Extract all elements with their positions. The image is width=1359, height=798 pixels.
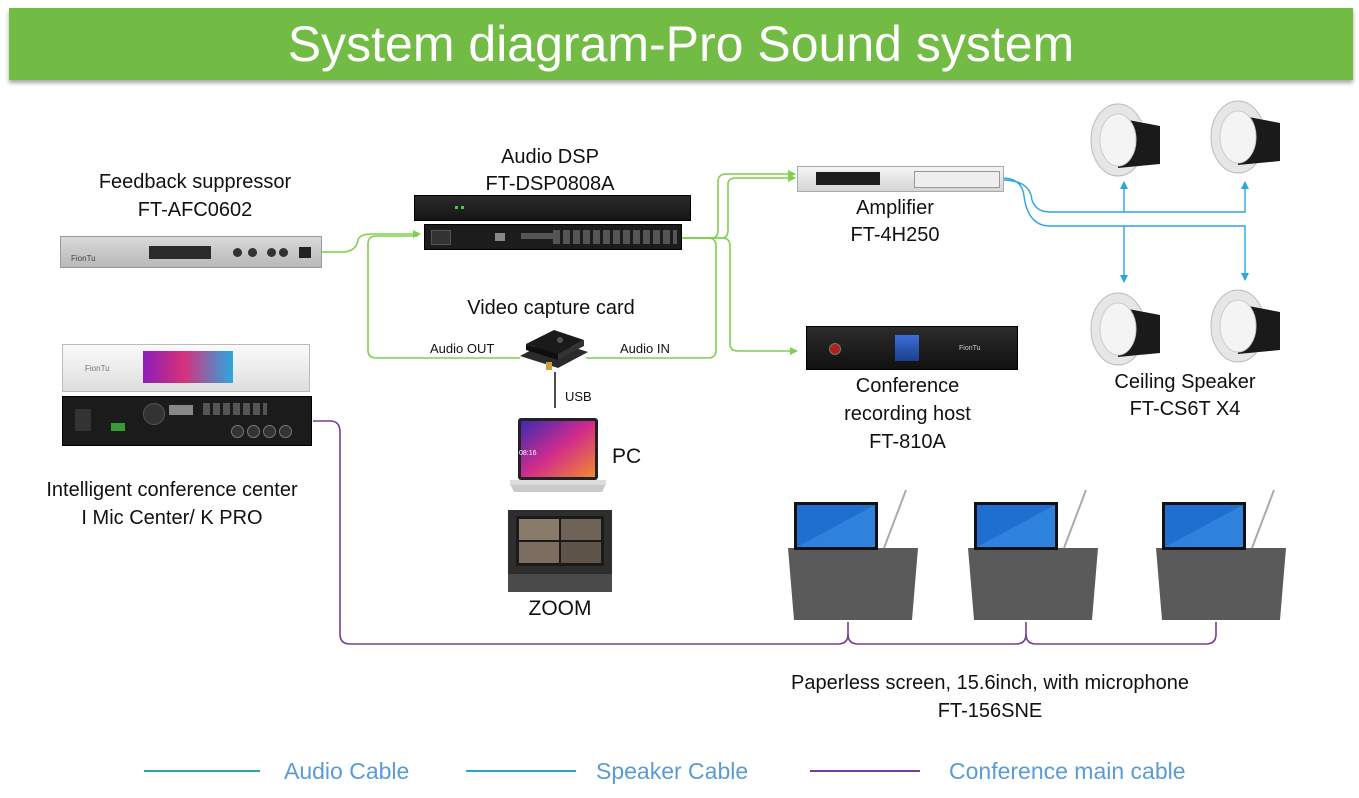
capture-audio-out-label: Audio OUT [430, 341, 495, 356]
conference-center-terminals [203, 403, 267, 415]
legend-label-speaker: Speaker Cable [596, 758, 749, 784]
recording-host-brand: FionTu [959, 345, 981, 352]
cable-conference-main [313, 420, 849, 645]
pc-label: PC [612, 445, 642, 468]
conference-center-rear [62, 396, 312, 446]
recording-host-device: FionTu [806, 326, 1018, 370]
recording-host-power-button [829, 343, 841, 355]
ceiling-speaker-icon-3 [1090, 292, 1160, 366]
ceiling-speaker-model: FT-CS6T X4 [1129, 398, 1241, 420]
dsp-power-socket [431, 230, 451, 245]
feedback-knob-1 [233, 248, 242, 257]
recording-host-screen [895, 335, 919, 361]
zoom-participant-2 [561, 519, 601, 540]
conference-center-port-2 [247, 425, 260, 438]
ceiling-speaker-icon-1 [1090, 103, 1160, 177]
conference-center-fan [143, 403, 165, 425]
cable-capture-to-dsp [367, 235, 520, 359]
feedback-suppressor-model: FT-AFC0602 [137, 199, 253, 221]
amplifier-model: FT-4H250 [850, 224, 940, 246]
paperless-screen-icon-1 [788, 489, 918, 620]
dsp-led-2 [461, 206, 464, 209]
paperless-screen-icon-2 [968, 489, 1098, 620]
paperless-screen-name: Paperless screen, 15.6inch, with microph… [791, 672, 1189, 694]
dsp-led-1 [455, 206, 458, 209]
laptop-icon [510, 418, 606, 492]
feedback-knob-3 [267, 248, 276, 257]
feedback-knob-2 [248, 248, 257, 257]
conference-center-brand: FionTu [85, 364, 110, 373]
conference-center-green-terminal [111, 423, 125, 431]
amplifier-panel [914, 171, 1000, 188]
dsp-ethernet-port [495, 233, 505, 241]
conference-center-port-1 [231, 425, 244, 438]
ceiling-speaker-name: Ceiling Speaker [1114, 371, 1256, 393]
feedback-suppressor-device: FionTu [60, 236, 322, 268]
cable-dsp-to-recorder [680, 237, 798, 355]
dsp-model: FT-DSP0808A [485, 173, 615, 195]
dsp-name: Audio DSP [501, 146, 599, 168]
zoom-table [508, 574, 612, 592]
legend-label-audio: Audio Cable [284, 758, 410, 784]
zoom-participant-4 [561, 542, 601, 563]
feedback-suppressor-display [149, 246, 211, 259]
recording-host-name-2: recording host [844, 403, 971, 425]
dsp-rear-panel [424, 224, 682, 250]
paperless-screen-model: FT-156SNE [937, 700, 1043, 722]
zoom-label: ZOOM [528, 597, 592, 620]
conference-center-port-4 [279, 425, 292, 438]
amplifier-speaker-outputs [816, 172, 880, 185]
feedback-suppressor-brand: FionTu [71, 254, 96, 263]
conference-center-front: FionTu [62, 344, 310, 392]
feedback-suppressor-name: Feedback suppressor [98, 171, 292, 193]
zoom-participant-1 [519, 519, 559, 540]
ceiling-speaker-icon-2 [1210, 100, 1280, 174]
recording-host-name-1: Conference [855, 375, 960, 397]
zoom-participant-3 [519, 542, 559, 563]
zoom-screen [516, 516, 604, 566]
legend-label-conference: Conference main cable [949, 758, 1186, 784]
ceiling-speaker-icon-4 [1210, 289, 1280, 363]
conference-center-model: I Mic Center/ K PRO [81, 507, 263, 529]
title-banner: System diagram-Pro Sound system [9, 8, 1353, 80]
capture-audio-in-label: Audio IN [620, 341, 670, 356]
cable-dsp-to-amplifier-b [680, 174, 796, 239]
cable-amp-to-speakers-bottom [1001, 177, 1249, 281]
conference-center-port-3 [263, 425, 276, 438]
zoom-room-image [508, 510, 612, 592]
legend-swatch-audio [144, 770, 260, 772]
legend-swatch-conference [810, 770, 920, 772]
usb-label: USB [565, 389, 592, 404]
dsp-front-panel [414, 195, 691, 221]
paperless-screen-icon-3 [1156, 489, 1286, 620]
cable-dsp-to-amplifier-a [680, 170, 796, 239]
conference-center-power-socket [75, 409, 91, 431]
page-title: System diagram-Pro Sound system [287, 16, 1075, 72]
legend-swatch-speaker [466, 770, 576, 772]
feedback-power-switch [299, 247, 311, 258]
conference-center-name: Intelligent conference center [46, 479, 298, 501]
capture-card-icon [520, 330, 588, 370]
conference-center-network-ports [169, 405, 193, 415]
dsp-phoenix-terminals [553, 230, 677, 244]
capture-card-name: Video capture card [467, 297, 635, 319]
cable-feedback-to-dsp [322, 230, 421, 253]
feedback-knob-4 [279, 248, 288, 257]
laptop-clock: 08:16 [519, 450, 537, 457]
cable-dsp-to-capture [586, 237, 717, 359]
amplifier-name: Amplifier [856, 197, 934, 219]
dsp-usb-port [521, 233, 561, 239]
conference-center-display [143, 351, 233, 383]
amplifier-device [797, 166, 1004, 192]
recording-host-model: FT-810A [869, 431, 946, 453]
